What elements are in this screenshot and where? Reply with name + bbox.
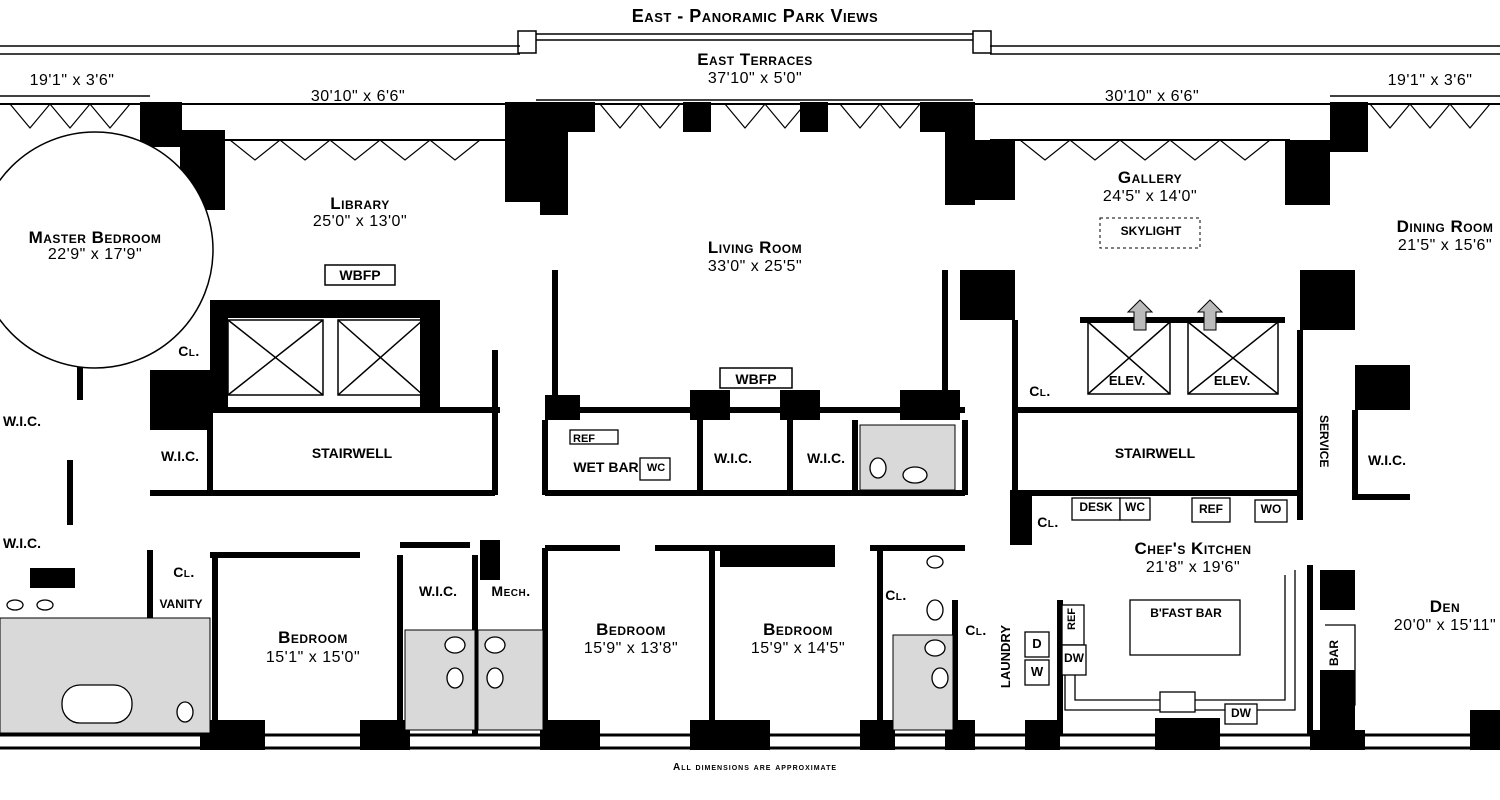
closet-label-6: Cl.: [1037, 514, 1059, 530]
appliance-boxes: [569, 429, 1288, 725]
master-bedroom-dimension: 22'9" x 17'9": [47, 246, 143, 263]
wic-label-2: W.I.C.: [2, 535, 42, 551]
gallery-name: Gallery: [1117, 168, 1183, 187]
bedroom-1-name: Bedroom: [278, 628, 348, 647]
elevator-label-1: ELEV.: [1108, 373, 1146, 388]
east-terraces-dimension: 37'10" x 5'0": [707, 70, 803, 87]
breakfast-bar-label: B'FAST BAR: [1150, 606, 1222, 620]
elevator-arrows: [1126, 299, 1224, 331]
terrace-doors: [9, 103, 1491, 161]
plan-title: East - Panoramic Park Views: [631, 6, 879, 26]
closet-label-4: Cl.: [984, 289, 1006, 305]
east-terraces-label: East Terraces: [697, 50, 813, 69]
kitchen-ref-side-label: REF: [1066, 608, 1078, 630]
dryer-label: D: [1032, 636, 1042, 651]
vanity-label: VANITY: [159, 597, 203, 611]
stairwell-left-label: STAIRWELL: [311, 445, 393, 461]
bedroom-3-name: Bedroom: [763, 620, 833, 639]
mech-label: Mech.: [491, 583, 531, 599]
elevator-shafts: [227, 319, 1279, 396]
terrace-far-right-dimension: 19'1" x 3'6": [1387, 72, 1473, 89]
kitchen-counters: [1064, 570, 1296, 713]
living-room-name: Living Room: [707, 238, 803, 257]
wic-label-7: W.I.C.: [418, 583, 458, 599]
terrace-left-dimension: 30'10" x 6'6": [310, 88, 406, 105]
library-dimension: 25'0" x 13'0": [312, 213, 408, 230]
closet-label-7: Cl.: [173, 564, 195, 580]
bedroom-2-dimension: 15'9" x 13'8": [583, 640, 679, 657]
den-bar-label: BAR: [1327, 640, 1341, 666]
closet-label-1: Cl.: [178, 343, 200, 359]
footer-note: All dimensions are approximate: [672, 762, 838, 773]
wic-label-4: W.I.C.: [713, 450, 753, 466]
elevator-label-2: ELEV.: [1213, 373, 1251, 388]
terrace-far-left-dimension: 19'1" x 3'6": [29, 72, 115, 89]
wic-label-6: W.I.C.: [1367, 452, 1407, 468]
skylight-label: SKYLIGHT: [1120, 224, 1182, 238]
master-bedroom-name: Master Bedroom: [28, 228, 162, 247]
wet-bar-ref-label: REF: [573, 433, 595, 445]
bedroom-1-dimension: 15'1" x 15'0": [265, 649, 361, 666]
den-bar-counter: [1325, 624, 1356, 706]
bedroom-2-name: Bedroom: [596, 620, 666, 639]
interior-walls: [67, 270, 1410, 735]
kitchen-ref-label: REF: [1199, 502, 1223, 516]
living-room-dimension: 33'0" x 25'5": [707, 258, 803, 275]
wic-label-5: W.I.C.: [806, 450, 846, 466]
closet-label-3: Cl.: [1297, 180, 1319, 196]
service-label: SERVICE: [1317, 415, 1331, 468]
chefs-kitchen-dimension: 21'8" x 19'6": [1145, 559, 1241, 576]
terrace-right-dimension: 30'10" x 6'6": [1104, 88, 1200, 105]
laundry-label: LAUNDRY: [998, 625, 1013, 689]
library-name: Library: [330, 194, 390, 213]
terrace-railing: [0, 30, 1500, 101]
dishwasher-right-label: DW: [1231, 706, 1251, 720]
structural-walls: [30, 102, 1500, 750]
wic-label-3: W.I.C.: [160, 448, 200, 464]
stairwell-right-label: STAIRWELL: [1114, 445, 1196, 461]
desk-label: DESK: [1079, 500, 1113, 514]
gallery-dimension: 24'5" x 14'0": [1102, 188, 1198, 205]
closet-label-8: Cl.: [885, 587, 907, 603]
bathroom-tiles: [0, 424, 956, 734]
closet-label-9: Cl.: [965, 622, 987, 638]
den-name: Den: [1429, 597, 1461, 616]
wet-bar-wc-label: WC: [646, 462, 666, 474]
wet-bar-label: WET BAR: [573, 459, 639, 475]
closet-label-10: Cl.: [1322, 572, 1344, 588]
wic-label-1: W.I.C.: [2, 413, 42, 429]
kitchen-wc-label: WC: [1125, 500, 1145, 514]
washer-label: W: [1030, 664, 1044, 679]
dining-room-name: Dining Room: [1396, 217, 1494, 236]
fireplaces: [324, 264, 793, 389]
library-wbfp-label: WBFP: [339, 267, 381, 283]
den-dimension: 20'0" x 15'11": [1393, 617, 1497, 634]
chefs-kitchen-name: Chef's Kitchen: [1134, 539, 1252, 558]
closet-label-2: Cl.: [984, 177, 1006, 193]
living-room-wbfp-label: WBFP: [735, 371, 777, 387]
south-wall: [0, 733, 1500, 750]
master-bedroom-outline: [0, 131, 214, 369]
closet-label-5: Cl.: [1029, 383, 1051, 399]
dishwasher-left-label: DW: [1064, 651, 1084, 665]
dining-room-dimension: 21'5" x 15'6": [1397, 237, 1493, 254]
skylight-outline: [1099, 217, 1201, 249]
bathroom-fixtures: [6, 457, 949, 724]
east-wall: [0, 103, 1500, 141]
bedroom-3-dimension: 15'9" x 14'5": [750, 640, 846, 657]
kitchen-wo-label: WO: [1260, 502, 1282, 516]
